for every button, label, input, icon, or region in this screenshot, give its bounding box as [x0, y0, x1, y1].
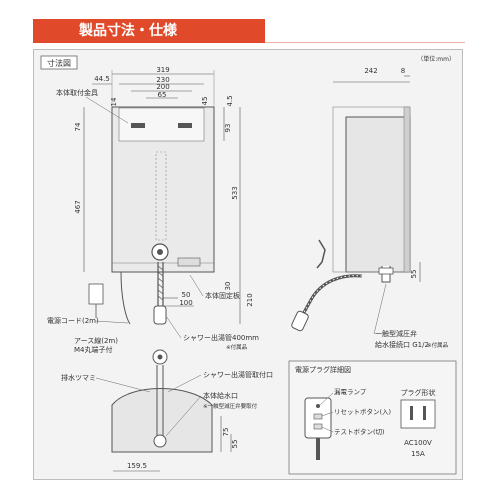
- front-width-65-label: 65: [158, 91, 167, 99]
- side-body: [345, 116, 411, 273]
- bottom-h75-label: 75: [222, 428, 230, 437]
- bracket-leader: [85, 96, 129, 124]
- side-valve-nut: [378, 267, 394, 275]
- power-cord-line: [120, 271, 131, 325]
- front-indicator: [177, 257, 201, 267]
- shower-hose-label: シャワー出湯管400mm: [183, 333, 259, 342]
- bottom-w159-label: 159.5: [127, 462, 147, 470]
- side-attached-label: ※付属品: [427, 341, 449, 349]
- title-underline: [265, 42, 465, 43]
- plug-shape-label: プラグ形状: [401, 388, 436, 397]
- side-hose: [300, 274, 363, 317]
- plug-box-title: 電源プラグ詳細図: [295, 365, 351, 374]
- side-shower-head: [291, 310, 309, 332]
- bottom-view: 159.5 75 55 排水ツマミ シャワー出湯管取付口 本体給水口 ※一触型減…: [61, 349, 273, 472]
- water-inlet-label: 本体給水口: [203, 391, 238, 400]
- front-h533-label: 533: [231, 186, 239, 199]
- unit-note: （単位:mm）: [417, 55, 455, 63]
- reset-leader: [321, 411, 334, 417]
- bracket-label: 本体取付金具: [56, 88, 98, 97]
- front-w100-label: 100: [179, 299, 192, 307]
- bottom-h55-label: 55: [231, 440, 239, 449]
- hose-ribs: [157, 265, 164, 301]
- front-h14-label: 14: [110, 97, 118, 106]
- water-inlet-leader: [165, 395, 202, 437]
- front-h467-label: 467: [74, 200, 82, 213]
- shower-head: [153, 305, 167, 325]
- inlet-label: 給水接続口 G1/2: [375, 340, 429, 349]
- side-depth8-label: 8: [401, 67, 405, 75]
- side-bracket: [403, 106, 411, 273]
- attached-label-front: ※付属品: [226, 343, 248, 351]
- plug-pin-left: [410, 406, 413, 420]
- bracket-slot-left: [131, 123, 145, 128]
- front-width-label: 319: [156, 66, 169, 74]
- power-plug: [88, 283, 104, 305]
- bottom-shower-core: [157, 354, 163, 360]
- lamp-label: 漏電ランプ: [334, 387, 367, 396]
- side-depth-label: 242: [364, 67, 377, 75]
- bottom-hose: [156, 365, 164, 440]
- reset-button: [313, 413, 323, 420]
- reset-label: リセットボタン(入): [334, 407, 391, 416]
- plug-current: 15A: [411, 450, 425, 458]
- valve-leader: [373, 283, 387, 335]
- plug-shape-box: [400, 399, 436, 429]
- front-w50-label: 50: [182, 291, 191, 299]
- front-h93-label: 93: [224, 124, 232, 133]
- dimension-box: [40, 55, 78, 70]
- earth-wire-label: アース線(2m): [74, 336, 118, 345]
- leak-lamp: [316, 404, 320, 408]
- front-h4-5-label: 4.5: [226, 95, 234, 106]
- valve-label: 一触型減圧弁: [375, 329, 417, 338]
- front-width-200-label: 200: [156, 83, 169, 91]
- side-h55-label: 55: [410, 270, 418, 279]
- shower-mount-core: [157, 249, 163, 255]
- front-h30-label: 30: [224, 282, 232, 291]
- fixing-plate-leader: [189, 274, 204, 297]
- power-cord-label: 電源コード(2m): [47, 316, 99, 325]
- plug-voltage: AC100V: [404, 439, 432, 447]
- power-cord-leader: [94, 320, 129, 324]
- front-view: 319 230 200 65 44.5 14 45 4.5 74 467 93 …: [47, 66, 259, 354]
- test-label: テストボタン(切): [334, 427, 385, 436]
- terminal-label: M4丸端子付: [74, 345, 113, 354]
- drain-leader: [95, 377, 151, 393]
- drain-label: 排水ツマミ: [61, 373, 96, 382]
- shower-mount-label: シャワー出湯管取付口: [203, 370, 273, 379]
- bottom-water-inlet: [153, 434, 167, 448]
- fixing-plate-label: 本体固定板: [205, 291, 240, 300]
- front-h74-label: 74: [74, 122, 82, 131]
- bottom-body: [111, 388, 213, 453]
- front-offset-label: 44.5: [94, 75, 110, 83]
- lamp-leader: [319, 392, 334, 406]
- side-view: 242 8 55 一触型減圧弁 給水接続口 G1/2 ※付属品: [291, 67, 449, 349]
- section-title-bar: 製品寸法・仕様: [33, 19, 265, 43]
- valve-note: ※一触型減圧弁要取付: [203, 402, 258, 410]
- front-h210-label: 210: [246, 293, 254, 306]
- inner-pipe: [155, 151, 167, 241]
- test-button: [313, 423, 323, 430]
- front-h45-label: 45: [201, 97, 209, 106]
- plug-detail: 電源プラグ詳細図 漏電ランプ リセットボタン(入) テストボタン(切) プラグ形…: [288, 360, 457, 475]
- shower-hose-leader: [165, 315, 182, 339]
- section-title: 製品寸法・仕様: [79, 23, 177, 39]
- side-faucet: [316, 239, 326, 269]
- bracket-slot-right: [178, 123, 192, 128]
- test-leader: [321, 426, 334, 433]
- front-width-230-label: 230: [156, 76, 169, 84]
- shower-mount-leader: [167, 374, 202, 393]
- dimension-box-label: 寸法図: [47, 58, 71, 68]
- plug-pin-right: [423, 406, 426, 420]
